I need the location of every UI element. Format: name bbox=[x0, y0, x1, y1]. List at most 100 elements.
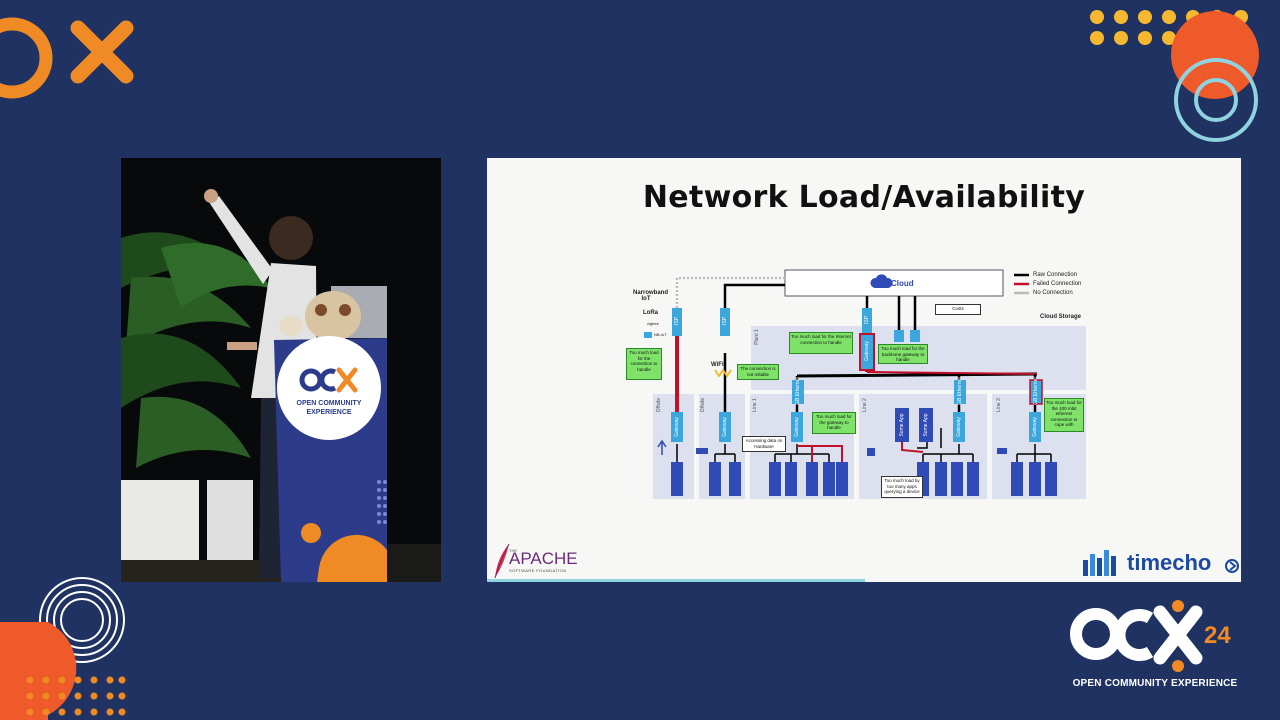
zigbee-logo: zigbee bbox=[647, 321, 659, 326]
iot-device bbox=[769, 462, 781, 496]
legend-none: No Connection bbox=[1033, 290, 1073, 296]
podium-text-line1: OPEN COMMUNITY bbox=[296, 400, 362, 407]
gateway-label-1: Gateway bbox=[674, 417, 680, 437]
ethernet-switch-2 bbox=[954, 380, 966, 404]
lora-logo: LoRa bbox=[643, 310, 658, 316]
some-app-2 bbox=[919, 408, 933, 442]
backbone-gateway bbox=[859, 333, 875, 371]
plush-toy-icon bbox=[279, 291, 361, 341]
iot-device bbox=[671, 462, 683, 496]
presentation-slide: Network Load/Availability bbox=[487, 158, 1241, 582]
orange-ring-icon bbox=[0, 17, 53, 99]
iot-device bbox=[1011, 462, 1023, 496]
cloud-label: Cloud bbox=[891, 279, 914, 288]
speaker-video: OPEN COMMUNITY EXPERIENCE bbox=[121, 158, 441, 582]
note-backbone: Too much load for the backbone gateway t… bbox=[878, 344, 928, 364]
note-internet: Too much load for the Internet connectio… bbox=[789, 332, 853, 354]
nbiot-logo: NB-IoT bbox=[654, 332, 667, 337]
wifi-icon bbox=[714, 368, 732, 378]
note-gateway: Too much load for the gateway to handle bbox=[812, 412, 856, 434]
slide-title: Network Load/Availability bbox=[642, 180, 1086, 215]
iot-device bbox=[967, 462, 979, 496]
planter bbox=[121, 480, 199, 560]
podium-text-line2: EXPERIENCE bbox=[306, 409, 352, 416]
apache-the: THE bbox=[509, 548, 517, 553]
robot-icon bbox=[867, 448, 875, 456]
orange-x-icon bbox=[70, 20, 134, 84]
wind-turbine-icon bbox=[657, 439, 667, 455]
legend-raw: Raw Connection bbox=[1033, 272, 1078, 278]
iot-device bbox=[935, 462, 947, 496]
callout-hardware: Accessing data on Hardware bbox=[742, 436, 786, 452]
note-ethernet: Too much load for the 100 mbit ethernet … bbox=[1044, 398, 1084, 432]
iot-device bbox=[709, 462, 721, 496]
callout-apps: Too much load by too many apps querying … bbox=[881, 476, 923, 498]
gateway-label-2: Gateway bbox=[722, 417, 728, 437]
costs-callout: Costs bbox=[935, 304, 981, 315]
iot-device bbox=[729, 462, 741, 496]
network-diagram bbox=[644, 269, 1086, 499]
ethernet-label-3: GB Ethernet bbox=[1033, 377, 1039, 405]
isp-label-3: ISP bbox=[864, 315, 870, 325]
wifi-label: WiFi bbox=[711, 362, 724, 368]
some-app-label-1: Some App bbox=[899, 413, 905, 437]
iot-device bbox=[1045, 462, 1057, 496]
ethernet-switch-3 bbox=[1029, 379, 1043, 405]
some-app-label-2: Some App bbox=[923, 413, 929, 437]
gateway-label-5: Gateway bbox=[1032, 417, 1038, 437]
gateway-line-1 bbox=[791, 412, 803, 442]
timecho-wordmark: timecho bbox=[1127, 550, 1212, 575]
some-app-1 bbox=[895, 408, 909, 442]
isp-box-plant bbox=[862, 308, 872, 334]
gateway-line-3 bbox=[1029, 412, 1041, 442]
gateway-label-4: Gateway bbox=[956, 417, 962, 437]
legend-failed: Failed Connection bbox=[1033, 281, 1082, 287]
isp-label-1: ISP bbox=[674, 316, 680, 326]
zone-label-plant: Plant 1 bbox=[754, 329, 760, 345]
iot-device bbox=[951, 462, 963, 496]
machine-icon bbox=[997, 448, 1007, 454]
iot-device bbox=[836, 462, 848, 496]
truck-icon bbox=[696, 448, 708, 454]
timecho-arrow-icon bbox=[1225, 559, 1239, 573]
orange-dot-grid-icon bbox=[26, 676, 126, 716]
zone-label-line-2: Line 2 bbox=[862, 398, 868, 412]
zone-label-line-3: Line 3 bbox=[996, 398, 1002, 412]
iot-device bbox=[806, 462, 818, 496]
gateway-offsite-2 bbox=[719, 412, 731, 442]
isp-box-wifi bbox=[720, 308, 730, 336]
apache-wordmark: APACHE bbox=[509, 549, 578, 568]
iot-device bbox=[1029, 462, 1041, 496]
apache-subtitle: SOFTWARE FOUNDATION bbox=[509, 568, 567, 573]
ethernet-label-2: GB Ethernet bbox=[957, 377, 963, 405]
zone-label-offsite-2: Offsite bbox=[700, 397, 706, 413]
cloud-box bbox=[784, 269, 1004, 297]
gateway-label-backbone: Gateway bbox=[864, 341, 870, 361]
isp-label-2: ISP bbox=[722, 316, 728, 326]
apache-feather-icon bbox=[494, 543, 510, 579]
gateway-line-2 bbox=[953, 412, 965, 442]
nbiot-icon bbox=[644, 332, 652, 338]
teal-ring-icon bbox=[1174, 58, 1258, 142]
ethernet-label-1: GB Ethernet bbox=[795, 377, 801, 405]
ocx-footer-text: OPEN COMMUNITY EXPERIENCE bbox=[1072, 678, 1238, 689]
zone-label-line-1: Line 1 bbox=[752, 398, 758, 412]
gateway-label-3: Gateway bbox=[794, 417, 800, 437]
timecho-logo-icon bbox=[1083, 550, 1116, 576]
plant-icon bbox=[121, 232, 271, 468]
ethernet-switch-1 bbox=[792, 380, 804, 404]
zone-label-offsite-1: Offsite bbox=[656, 397, 662, 413]
speaker-scene bbox=[121, 189, 441, 582]
narrowband-title: Narrowband IoT bbox=[633, 290, 669, 302]
iot-device bbox=[823, 462, 835, 496]
slide-progress-bar bbox=[487, 579, 865, 582]
iot-device bbox=[785, 462, 797, 496]
ocx-logo-icon bbox=[1070, 600, 1203, 672]
note-narrowband: Too much load for the connection to hand… bbox=[626, 348, 662, 380]
ocx-logo-year: 24 bbox=[1204, 622, 1231, 649]
white-rings-icon bbox=[39, 577, 125, 663]
orange-circle-icon bbox=[1171, 11, 1259, 99]
cloud-icon bbox=[870, 274, 893, 288]
isp-box-narrowband bbox=[672, 308, 682, 336]
